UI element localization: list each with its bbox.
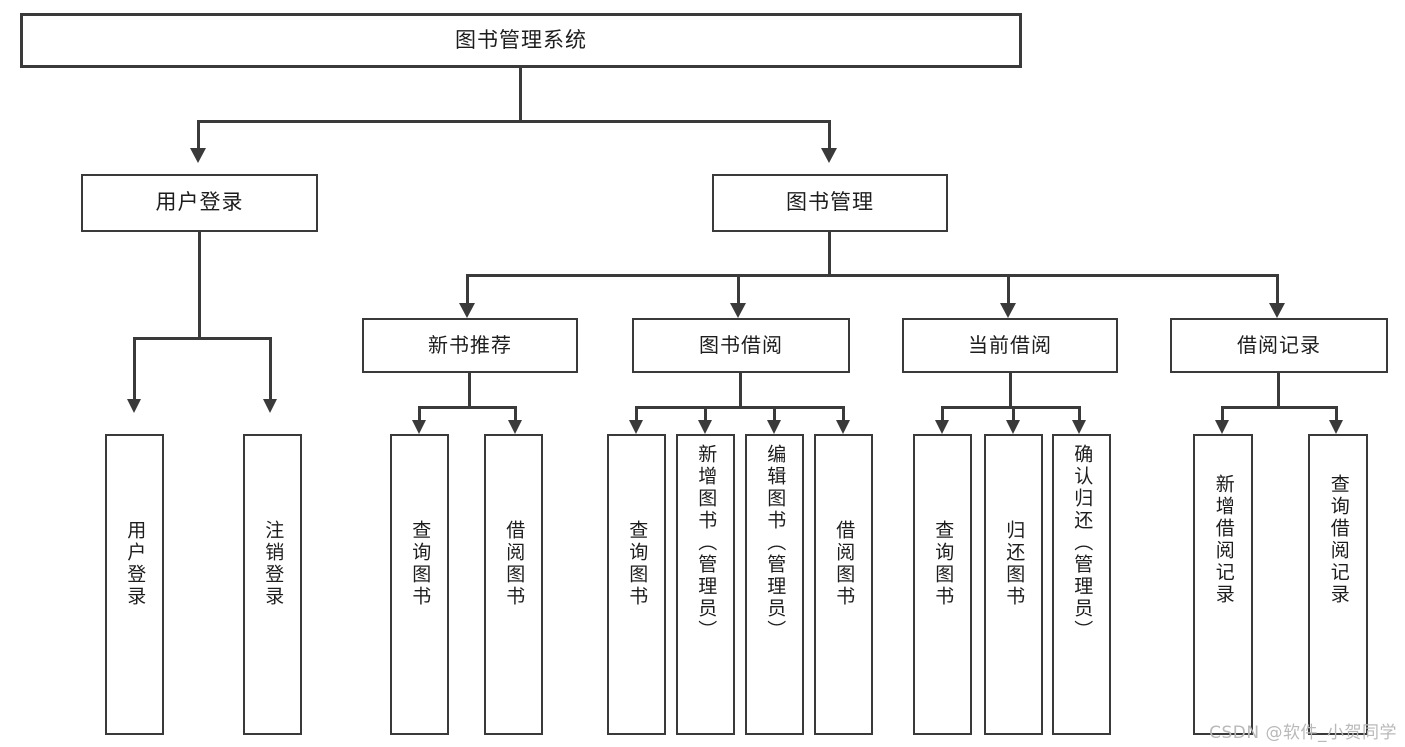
node-current-borrow[interactable]: 当前借阅 [902,318,1118,373]
arrow-book-manage [821,148,837,163]
node-label: 新增图书（管理员） [695,444,718,642]
leaf-logout-login[interactable]: 注销登录 [243,434,302,735]
edge-bb-drop-1 [635,406,638,422]
edge-cb-stem [1009,373,1012,408]
node-label: 查询图书 [626,520,649,608]
leaf-bb-query-book[interactable]: 查询图书 [607,434,666,735]
arrow-bb-leaf-3 [767,420,781,434]
edge-br-bus [1221,406,1338,409]
arrow-br-leaf-2 [1329,420,1343,434]
leaf-nbr-query-book[interactable]: 查询图书 [390,434,449,735]
node-label: 编辑图书（管理员） [764,444,787,642]
node-label: 注销登录 [262,520,285,608]
node-label: 图书管理 [786,190,874,215]
leaf-br-query-record[interactable]: 查询借阅记录 [1308,434,1368,735]
node-label: 查询图书 [932,520,955,608]
arrow-borrow-record [1269,303,1285,318]
node-label: 当前借阅 [968,333,1052,358]
node-label: 归还图书 [1003,520,1026,608]
edge-drop-user-login [197,120,200,150]
edge-nbr-drop-1 [418,406,421,422]
node-label: 图书借阅 [699,333,783,358]
edge-level2-bus [466,274,1279,277]
arrow-new-book-recommend [459,303,475,318]
arrow-nbr-leaf-1 [412,420,426,434]
edge-level2-drop-3 [1007,274,1010,306]
edge-user-login-drop-2 [269,337,272,401]
arrow-current-borrow [1000,303,1016,318]
node-label: 用户登录 [155,190,244,215]
edge-nbr-bus [418,406,517,409]
edge-cb-drop-2 [1012,406,1015,422]
leaf-bb-add-book-admin[interactable]: 新增图书（管理员） [676,434,735,735]
leaf-user-login[interactable]: 用户登录 [105,434,164,735]
node-label: 借阅图书 [833,520,856,608]
arrow-book-borrow [730,303,746,318]
edge-level2-drop-2 [737,274,740,306]
arrow-user-login [190,148,206,163]
edge-br-drop-1 [1221,406,1224,422]
node-root-system[interactable]: 图书管理系统 [20,13,1022,68]
edge-nbr-stem [468,373,471,408]
node-label: 用户登录 [124,520,147,608]
edge-root-stem [519,68,522,120]
edge-book-manage-stem [828,232,831,276]
leaf-br-add-record[interactable]: 新增借阅记录 [1193,434,1253,735]
arrow-br-leaf-1 [1215,420,1229,434]
node-label: 借阅图书 [503,520,526,608]
node-label: 新书推荐 [428,333,512,358]
node-user-login[interactable]: 用户登录 [81,174,318,232]
edge-bb-drop-2 [704,406,707,422]
arrow-nbr-leaf-2 [508,420,522,434]
node-label: 确认归还（管理员） [1071,444,1094,642]
edge-level2-drop-1 [466,274,469,306]
edge-user-login-stem [198,232,201,339]
edge-bb-drop-4 [842,406,845,422]
node-label: 查询图书 [409,520,432,608]
edge-bb-drop-3 [773,406,776,422]
edge-user-login-drop-1 [133,337,136,401]
arrow-leaf-user-login [127,399,141,413]
arrow-leaf-logout-login [263,399,277,413]
node-label: 查询借阅记录 [1327,474,1350,606]
leaf-bb-borrow-book[interactable]: 借阅图书 [814,434,873,735]
node-label: 新增借阅记录 [1212,474,1235,606]
arrow-cb-leaf-3 [1072,420,1086,434]
arrow-bb-leaf-4 [836,420,850,434]
node-borrow-record[interactable]: 借阅记录 [1170,318,1388,373]
leaf-bb-edit-book-admin[interactable]: 编辑图书（管理员） [745,434,804,735]
node-book-management[interactable]: 图书管理 [712,174,948,232]
node-book-borrow[interactable]: 图书借阅 [632,318,850,373]
node-new-book-recommend[interactable]: 新书推荐 [362,318,578,373]
edge-nbr-drop-2 [514,406,517,422]
arrow-bb-leaf-2 [698,420,712,434]
edge-cb-bus [941,406,1081,409]
edge-bb-bus [635,406,845,409]
arrow-cb-leaf-1 [935,420,949,434]
leaf-cb-return-book[interactable]: 归还图书 [984,434,1043,735]
edge-user-login-bus [133,337,272,340]
edge-level2-drop-4 [1276,274,1279,306]
edge-level1-bus [197,120,831,123]
edge-bb-stem [739,373,742,408]
node-label: 借阅记录 [1237,333,1321,358]
edge-cb-drop-1 [941,406,944,422]
edge-cb-drop-3 [1078,406,1081,422]
arrow-bb-leaf-1 [629,420,643,434]
leaf-cb-query-book[interactable]: 查询图书 [913,434,972,735]
leaf-cb-confirm-return-admin[interactable]: 确认归还（管理员） [1052,434,1111,735]
arrow-cb-leaf-2 [1006,420,1020,434]
edge-br-drop-2 [1335,406,1338,422]
edge-br-stem [1277,373,1280,408]
edge-drop-book-manage [828,120,831,150]
node-label: 图书管理系统 [455,27,587,52]
leaf-nbr-borrow-book[interactable]: 借阅图书 [484,434,543,735]
